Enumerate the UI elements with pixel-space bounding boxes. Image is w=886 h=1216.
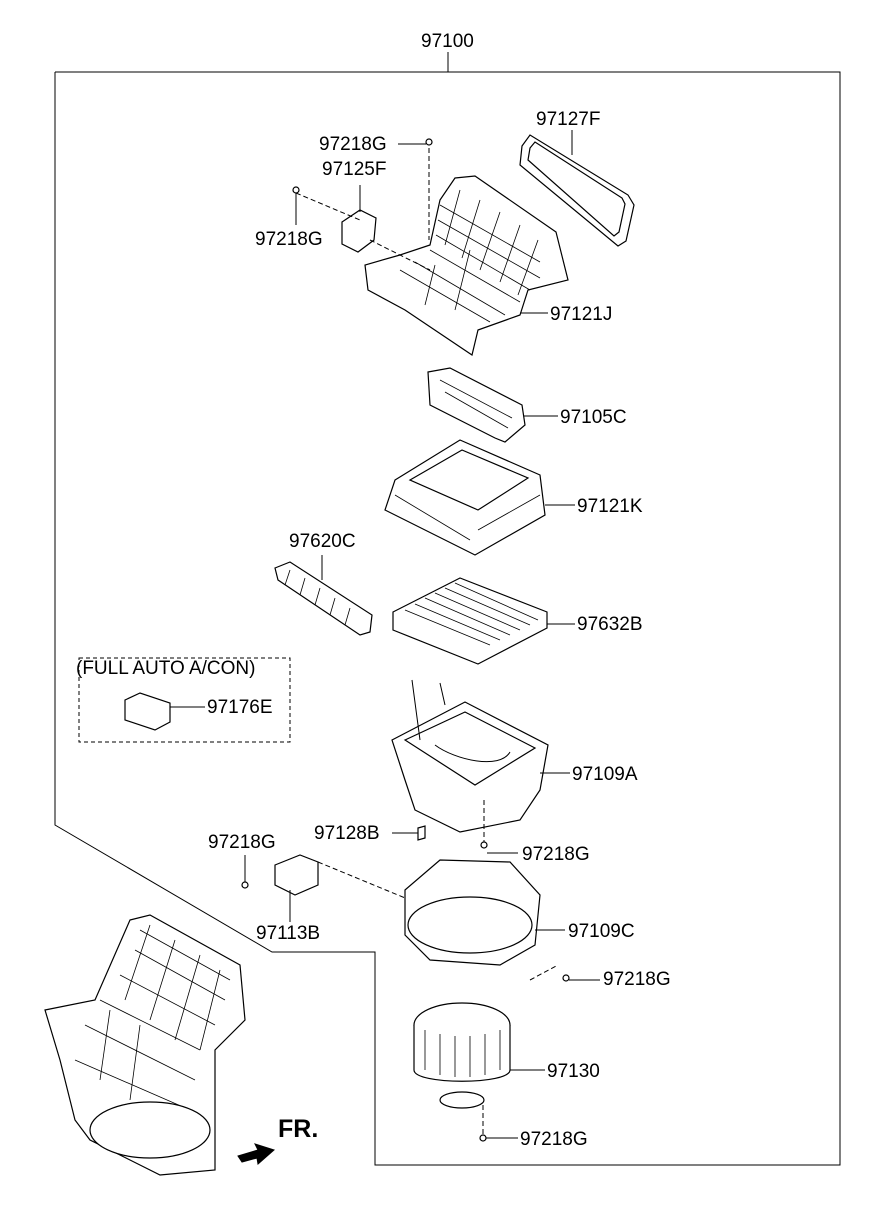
air-guide-97620C [274,555,373,636]
case-97121K [384,439,575,556]
label-97109A: 97109A [572,764,638,785]
direction-label: FR. [278,1115,319,1143]
label-97218G-bottom: 97218G [520,1129,588,1150]
filter-seal-97127F [519,130,635,247]
blower-motor-97130 [413,1002,545,1142]
screw-mid-97218G [480,841,488,849]
resistor-97113B [241,854,411,922]
label-97109C: 97109C [568,921,635,942]
label-97127F: 97127F [536,109,601,130]
label-97100: 97100 [421,31,474,52]
label-97632B: 97632B [577,614,643,635]
option-box [78,657,291,743]
label-97620C: 97620C [289,531,356,552]
option-label: (FULL AUTO A/CON) [76,658,256,679]
label-97121J: 97121J [550,304,613,325]
actuator-97125F [295,185,431,271]
case-97109C [404,859,600,982]
assembled-unit [44,914,246,1176]
clip-97128B [392,825,426,841]
label-97218G-mid-left: 97218G [208,832,276,853]
duct-97105C [427,367,558,443]
label-97128B: 97128B [314,823,380,844]
assembly-boundary [54,52,841,1166]
upper-case-97121J [364,175,569,356]
label-97113B: 97113B [256,923,321,944]
label-97218G-left: 97218G [255,229,323,250]
label-97105C: 97105C [560,407,627,428]
label-97176E: 97176E [207,697,273,718]
fr-arrow [237,1143,275,1165]
label-97218G-mid: 97218G [522,844,590,865]
label-97218G-top: 97218G [319,134,387,155]
filter-97632B [392,577,575,665]
label-97218G-right: 97218G [603,969,671,990]
label-97130: 97130 [547,1061,600,1082]
case-97109A [391,679,570,833]
screw-top-97218G [292,138,433,240]
label-97125F: 97125F [322,159,387,180]
label-97121K: 97121K [577,496,643,517]
